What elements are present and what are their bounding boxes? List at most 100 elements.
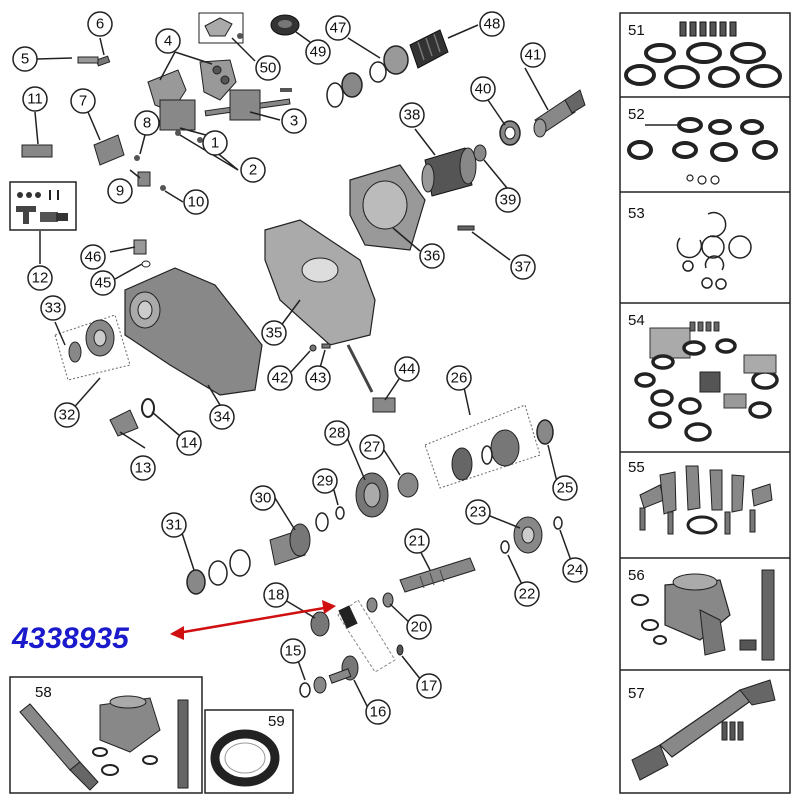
callout-32: 32 <box>59 407 76 424</box>
part-31-bearing-stack <box>186 512 329 595</box>
part-8-detent <box>134 155 140 161</box>
part-28-range-hub <box>355 472 389 518</box>
callout-38: 38 <box>404 107 421 124</box>
callout-21: 21 <box>409 533 426 550</box>
callout-13: 13 <box>135 460 152 477</box>
callout-43: 43 <box>310 370 327 387</box>
part-38-sprocket <box>421 147 477 197</box>
kit-51-seal-kit: 51 <box>624 21 782 89</box>
part-46-sensor <box>133 239 147 255</box>
part-24-snap-ring <box>553 516 563 530</box>
kit-number-57: 57 <box>628 685 645 702</box>
part-40-bearing <box>499 120 521 146</box>
callout-4: 4 <box>164 33 172 50</box>
part-13-yoke <box>109 409 139 437</box>
part-number-label: 4338935 <box>11 622 130 655</box>
part-26-planetary-group <box>424 404 541 489</box>
kit-number-55: 55 <box>628 459 645 476</box>
part-34-front-case <box>124 267 263 396</box>
part-43-pin <box>321 343 331 349</box>
part-11-plate <box>21 144 53 158</box>
callout-41: 41 <box>525 47 542 64</box>
part-35-case-half <box>264 219 376 346</box>
callout-15: 15 <box>285 643 302 660</box>
part-36-rear-case <box>349 164 426 251</box>
callout-28: 28 <box>329 425 346 442</box>
callout-50: 50 <box>260 60 277 77</box>
callout-35: 35 <box>266 325 283 342</box>
callout-circles <box>12 11 588 725</box>
part-48-boot <box>409 29 449 69</box>
callout-30: 30 <box>255 490 272 507</box>
part-42-washer <box>309 344 317 352</box>
part-41-yoke <box>533 89 586 138</box>
part-number-callout: 4338935 <box>11 600 336 655</box>
kit-55-shift-fork-kit: 55 <box>628 459 773 535</box>
callout-12: 12 <box>32 270 49 287</box>
kit-number-52: 52 <box>628 106 645 123</box>
kit-number-53: 53 <box>628 205 645 222</box>
part-45-washer <box>141 260 151 268</box>
callout-10: 10 <box>188 194 205 211</box>
callout-9: 9 <box>116 183 124 200</box>
kit-number-58: 58 <box>35 684 52 701</box>
part-12-hardware-kit-box <box>9 181 77 231</box>
kit-58-box: 58 <box>9 676 203 794</box>
callout-46: 46 <box>85 249 102 266</box>
part-30-input-gear <box>269 523 311 566</box>
callout-1: 1 <box>211 135 219 152</box>
callout-45: 45 <box>95 275 112 292</box>
callout-33: 33 <box>45 300 62 317</box>
part-17-ring <box>396 644 404 656</box>
part-29-ring <box>335 506 345 520</box>
kit-52-gasket-kit: 52 <box>627 106 778 185</box>
callout-20: 20 <box>411 619 428 636</box>
part-49-cap <box>270 14 300 36</box>
part-20-bearings <box>366 592 394 613</box>
part-2-pins <box>175 130 203 143</box>
callout-16: 16 <box>370 704 387 721</box>
callout-34: 34 <box>214 409 231 426</box>
kit-54-master-overhaul-kit: 54 <box>628 312 779 442</box>
part-18-sprocket <box>310 611 330 637</box>
callout-39: 39 <box>500 192 517 209</box>
part-33-seal-group <box>54 314 131 381</box>
part-39-bearing <box>473 144 487 162</box>
part-47-bearing-assembly <box>326 45 409 108</box>
callout-29: 29 <box>317 473 334 490</box>
callout-37: 37 <box>515 259 532 276</box>
callout-2: 2 <box>249 162 257 179</box>
part-44-lever <box>346 344 396 413</box>
kit-57-driveshaft: 57 <box>628 679 776 781</box>
callout-48: 48 <box>484 16 501 33</box>
part-1-shift-rail <box>159 89 291 131</box>
callout-27: 27 <box>364 439 381 456</box>
callout-47: 47 <box>330 20 347 37</box>
callout-14: 14 <box>181 435 198 452</box>
kit-number-56: 56 <box>628 567 645 584</box>
part-3-pin <box>280 88 292 92</box>
part-19-chain <box>337 599 396 673</box>
arrow-right-head <box>322 600 336 614</box>
callout-7: 7 <box>79 93 87 110</box>
kit-number-51: 51 <box>628 22 645 39</box>
callout-22: 22 <box>519 586 536 603</box>
callout-44: 44 <box>399 361 416 378</box>
part-10-screw <box>160 185 166 191</box>
callout-24: 24 <box>567 562 584 579</box>
callout-5: 5 <box>21 51 29 68</box>
kit-56-front-output-kit: 56 <box>628 567 775 661</box>
arrow-left-head <box>170 626 184 640</box>
callout-3: 3 <box>290 113 298 130</box>
part-23-sprocket <box>513 516 543 554</box>
callout-36: 36 <box>424 248 441 265</box>
part-6-pin <box>77 55 111 67</box>
callout-18: 18 <box>268 587 285 604</box>
part-15-bearing <box>299 676 327 698</box>
callout-26: 26 <box>451 370 468 387</box>
kit-53-snap-ring-kit: 53 <box>628 205 752 290</box>
callout-49: 49 <box>310 44 327 61</box>
callout-numbers: 5 6 11 7 8 9 10 12 4 1 2 3 50 49 47 48 4… <box>21 16 584 721</box>
part-16-front-output-shaft <box>328 655 359 684</box>
